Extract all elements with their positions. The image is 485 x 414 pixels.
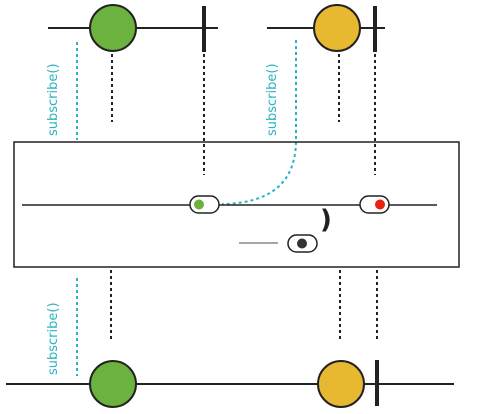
green-token-dot	[194, 199, 204, 210]
operator-box	[13, 141, 460, 268]
closing-paren: )	[320, 205, 332, 235]
subscribe-label-bottom-left: subscribe()	[46, 302, 61, 375]
bottom-green-marble	[89, 360, 137, 408]
red-token-dot	[375, 199, 385, 210]
dark-token-dot	[297, 238, 307, 249]
subscribe-line-top-right	[221, 40, 297, 205]
bottom-yellow-marble	[317, 360, 365, 408]
top-right-yellow-marble	[313, 4, 361, 52]
top-left-green-marble	[89, 4, 137, 52]
subscribe-label-top-right: subscribe()	[265, 63, 280, 136]
subscribe-label-top-left: subscribe()	[46, 63, 61, 136]
